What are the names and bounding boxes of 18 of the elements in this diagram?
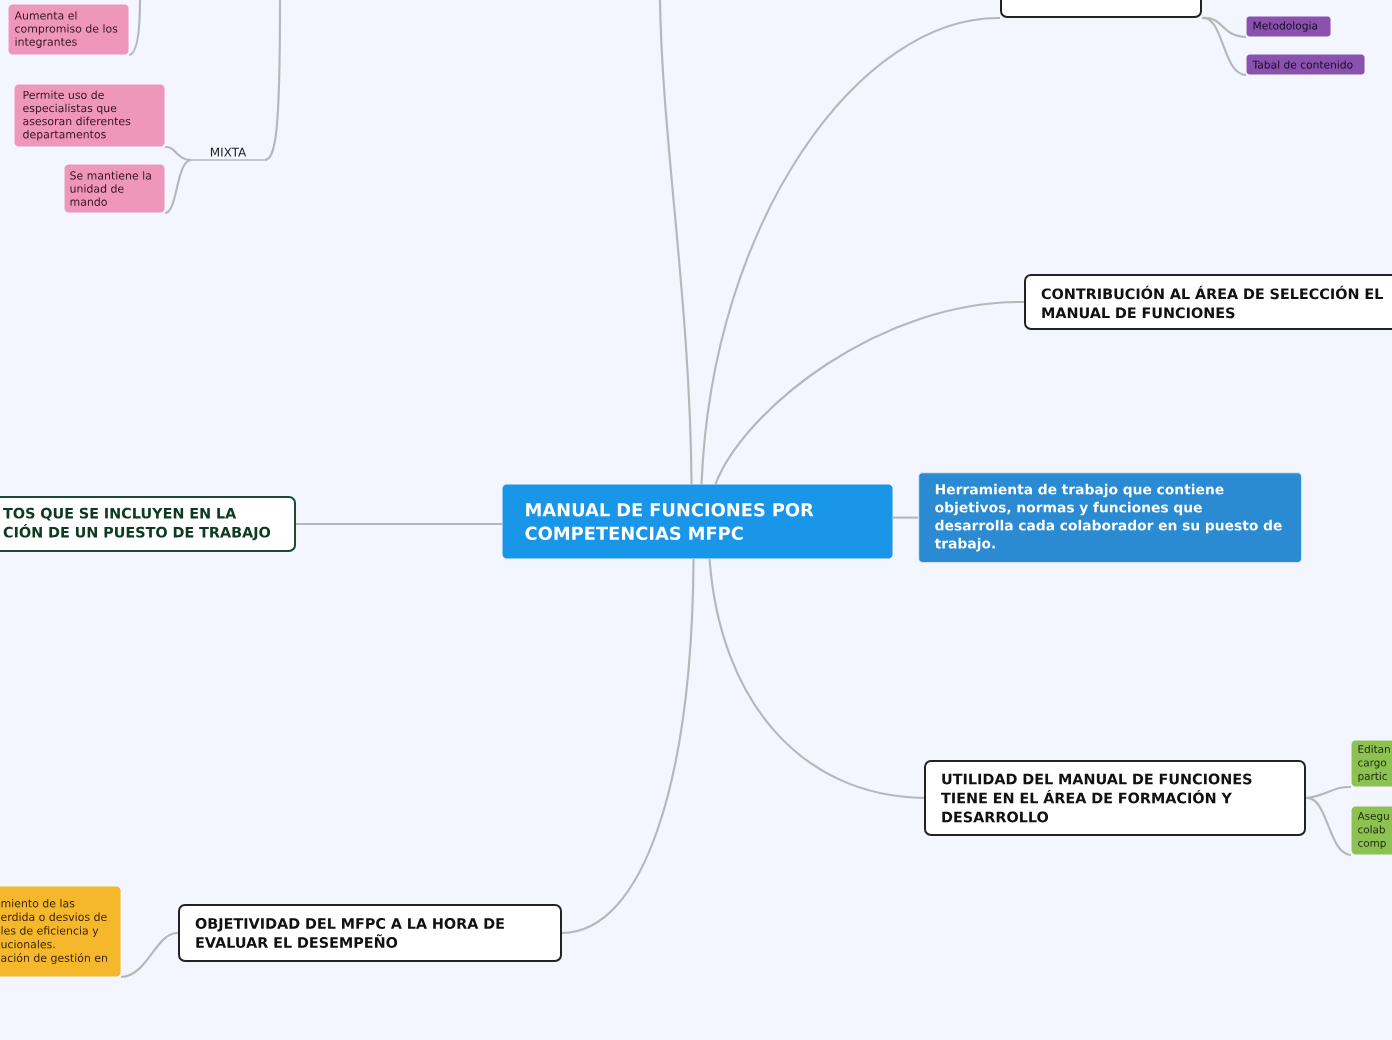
branch-line	[1305, 785, 1351, 800]
branch-line	[128, 0, 142, 56]
branch-line	[714, 300, 1025, 485]
branch-line	[165, 146, 192, 162]
branch-line	[708, 558, 925, 800]
central-topic-box: MANUAL DE FUNCIONES POR COMPETENCIAS MFPC	[502, 484, 893, 559]
branch-line	[893, 516, 918, 519]
branch-line	[1305, 796, 1352, 857]
branch-line	[120, 931, 179, 979]
branch-line	[264, 0, 282, 161]
branch-line	[658, 0, 693, 484]
branch-line	[1202, 16, 1247, 39]
branch-line	[296, 522, 502, 526]
branch-line	[1201, 16, 1247, 77]
branch-line	[700, 16, 1001, 485]
branch-line	[561, 559, 695, 935]
branch-line	[164, 158, 192, 215]
topic-box	[1000, 0, 1202, 18]
